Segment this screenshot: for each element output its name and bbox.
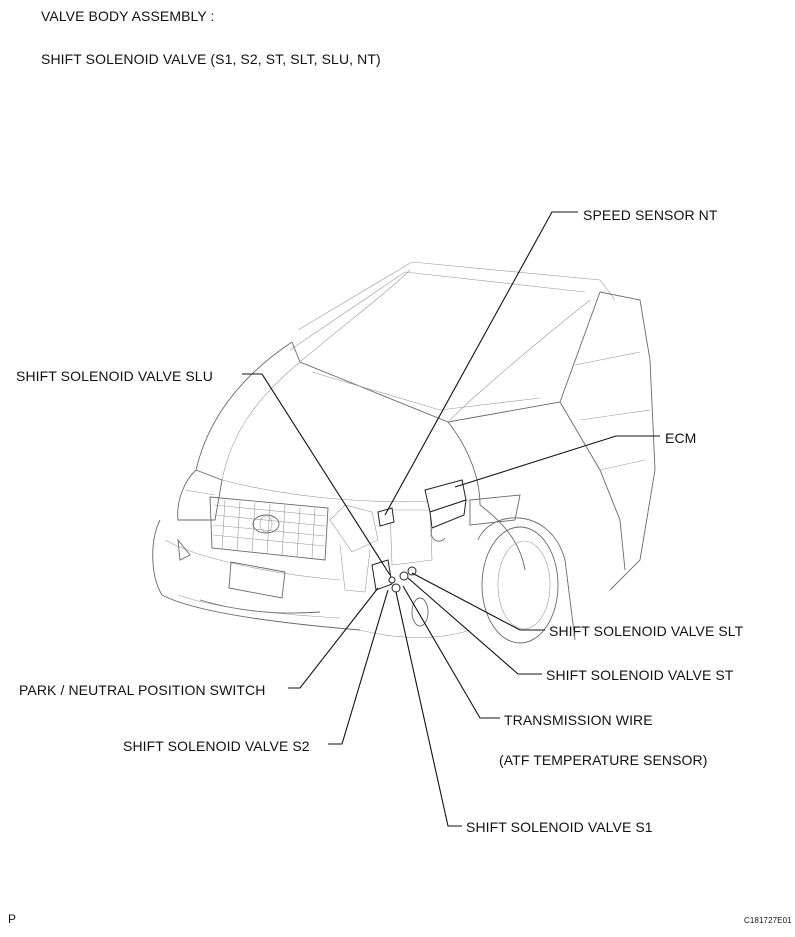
transaxle-components [371,507,417,593]
label-shift-solenoid-slu: SHIFT SOLENOID VALVE SLU [16,368,213,384]
page-marker: P [8,912,17,926]
label-shift-solenoid-s2: SHIFT SOLENOID VALVE S2 [123,738,310,754]
label-ecm: ECM [665,430,697,446]
page-title: VALVE BODY ASSEMBLY : [41,8,215,24]
label-shift-solenoid-slt: SHIFT SOLENOID VALVE SLT [549,623,744,639]
label-speed-sensor-nt: SPEED SENSOR NT [583,207,718,223]
page-subtitle: SHIFT SOLENOID VALVE (S1, S2, ST, SLT, S… [41,51,381,67]
figure-code: C181727E01 [744,916,792,925]
label-atf-temperature-sensor: (ATF TEMPERATURE SENSOR) [499,752,708,768]
ecm-unit [424,479,467,542]
car-outline [152,261,656,644]
leader-lines [242,211,660,827]
label-shift-solenoid-st: SHIFT SOLENOID VALVE ST [546,667,734,683]
label-shift-solenoid-s1: SHIFT SOLENOID VALVE S1 [466,819,653,835]
label-transmission-wire: TRANSMISSION WIRE [504,712,653,728]
label-park-neutral-switch: PARK / NEUTRAL POSITION SWITCH [19,682,266,698]
